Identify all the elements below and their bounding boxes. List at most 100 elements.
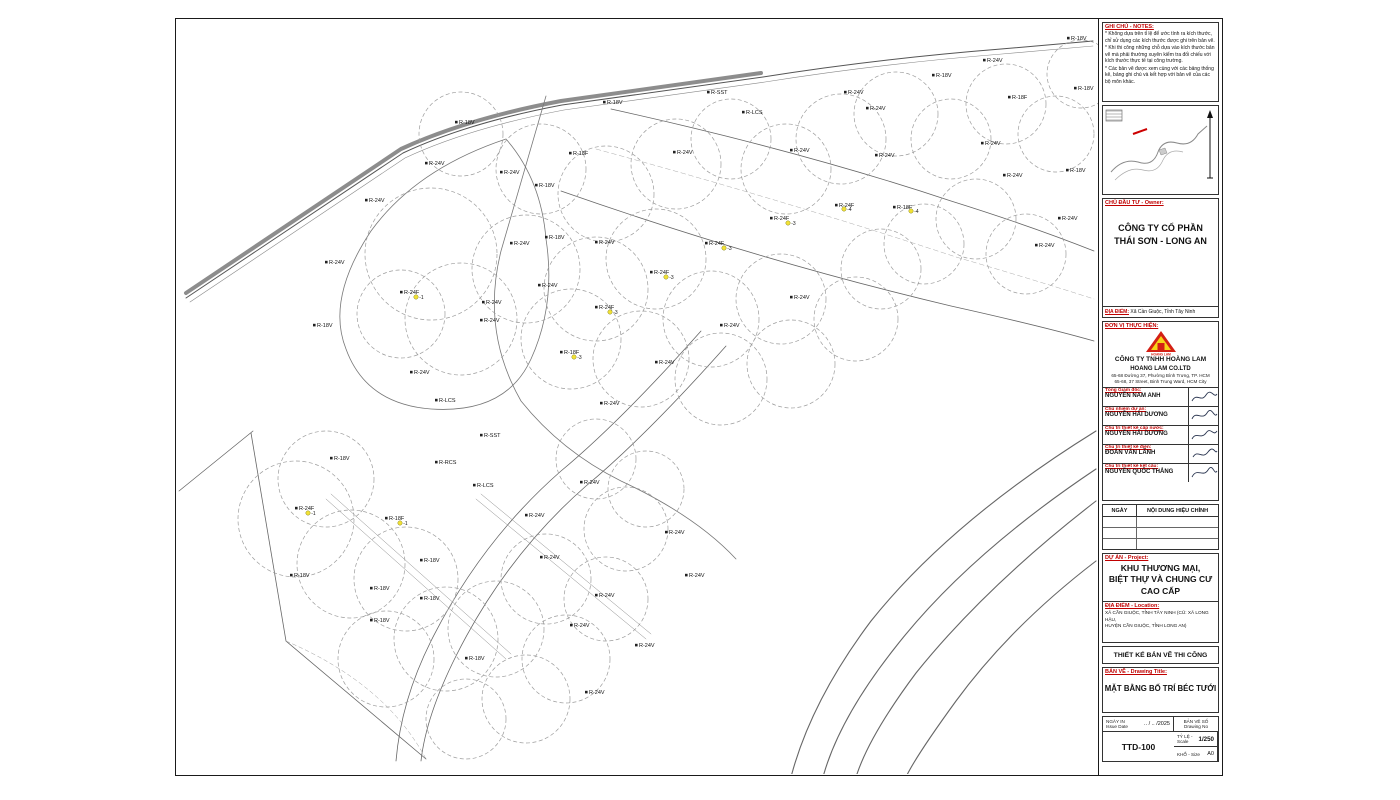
- sprinkler-symbol: [525, 513, 528, 517]
- zone-marker: [571, 354, 577, 360]
- sprinkler-radius-circle: [364, 187, 498, 321]
- zone-marker: [397, 520, 403, 526]
- sprinkler-radius-circle: [296, 509, 406, 619]
- sprinkler-radius-circle: [521, 614, 611, 704]
- sprinkler-symbol: [480, 433, 483, 437]
- sprinkler-label: R-18V: [936, 73, 952, 79]
- sprinkler-symbol: [1067, 36, 1070, 40]
- executor-header: ĐƠN VỊ THỰC HIỆN:: [1105, 323, 1159, 329]
- sprinkler-label: R-18F: [389, 516, 405, 522]
- sprinkler-label: R-24V: [669, 530, 685, 536]
- sprinkler-radius-circle: [543, 236, 649, 342]
- executor-company: CÔNG TY TNHH HOÀNG LAM HOANG LAM CO.LTD: [1114, 356, 1207, 372]
- sprinkler-symbol: [455, 120, 458, 124]
- zone-marker: [721, 245, 727, 251]
- sprinkler-symbol: [400, 290, 403, 294]
- sprinkler-symbol: [1035, 243, 1038, 247]
- scale-cell: TỶ LỆ - Scale 1/250: [1174, 732, 1218, 747]
- drawing-no-value-cell: TTD-100: [1103, 732, 1174, 761]
- sprinkler-radius-circle: [607, 450, 685, 528]
- sprinkler-symbol: [480, 318, 483, 322]
- owner-box: CHỦ ĐẦU TƯ - Owner: CÔNG TY CỔ PHẦN THÁI…: [1102, 198, 1219, 318]
- road-line: [560, 190, 1095, 342]
- sprinkler-label: R-24F: [774, 216, 790, 222]
- sprinkler-radius-circle: [840, 228, 922, 310]
- sprinkler-symbol: [685, 573, 688, 577]
- sprinkler-radius-circle: [746, 319, 836, 409]
- signature-mark: [1191, 391, 1217, 402]
- role-name: NGUYỄN NAM ANH: [1105, 393, 1161, 400]
- sprinkler-label: R-18V: [317, 323, 333, 329]
- sprinkler-symbol: [465, 656, 468, 660]
- size-label: KHỔ - Size: [1177, 751, 1200, 757]
- signature-mark: [1191, 409, 1217, 420]
- project-box: DỰ ÁN - Project: KHU THƯƠNG MẠI, BIỆT TH…: [1102, 553, 1219, 643]
- sprinkler-symbol: [665, 530, 668, 534]
- sprinkler-label: R-18V: [334, 456, 350, 462]
- sprinkler-radius-circle: [883, 203, 965, 285]
- revision-box: NGÀY NỘI DUNG HIỆU CHỈNH: [1102, 504, 1219, 550]
- sprinkler-symbol: [435, 398, 438, 402]
- role-name: ĐOÀN VĂN LÃNH: [1105, 450, 1156, 457]
- sprinkler-label: R-24V: [848, 90, 864, 96]
- sprinkler-label: R-24V: [1007, 173, 1023, 179]
- signature-cell: [1188, 463, 1218, 482]
- note-line: * Không dựa trên tỉ lệ để ước tính ra kí…: [1105, 31, 1215, 44]
- sprinkler-symbol: [720, 323, 723, 327]
- zone-marker-label: -3: [669, 275, 674, 281]
- sprinkler-symbol: [983, 58, 986, 62]
- sprinkler-label: R-18F: [1012, 95, 1028, 101]
- sprinkler-label: R-24F: [839, 203, 855, 209]
- role-label: Chủ nhiệm dự án:: [1105, 406, 1147, 412]
- road-line: [185, 40, 1094, 299]
- sprinkler-symbol: [420, 596, 423, 600]
- role-label: Chủ trì thiết kế cấp nước:: [1105, 425, 1164, 431]
- sprinkler-radius-circle: [935, 178, 1017, 260]
- role-name: NGUYỄN HẢI DƯƠNG: [1105, 431, 1168, 438]
- sprinkler-label: R-24V: [429, 161, 445, 167]
- issue-date-label: NGÀY IN: [1106, 718, 1125, 724]
- map-hatch-block: [1105, 109, 1123, 122]
- signature-cell: [1188, 387, 1218, 406]
- sprinkler-radius-circle: [555, 418, 637, 500]
- sprinkler-symbol: [1008, 95, 1011, 99]
- sprinkler-radius-circle: [583, 486, 669, 572]
- sprinkler-radius-circle: [1046, 39, 1098, 109]
- zone-marker: [908, 208, 914, 214]
- drawing-title-header: BẢN VẼ - Drawing Title:: [1105, 669, 1167, 675]
- revision-row: [1103, 528, 1218, 539]
- sprinkler-symbol: [1058, 216, 1061, 220]
- sprinkler-symbol: [655, 360, 658, 364]
- sprinkler-radius-circle: [520, 288, 622, 390]
- sprinkler-label: R-RCS: [439, 460, 457, 466]
- sprinkler-symbol: [790, 295, 793, 299]
- sprinkler-symbol: [932, 73, 935, 77]
- sprinkler-radius-circle: [337, 610, 435, 708]
- signature-mark: [1192, 448, 1217, 458]
- scale-label: TỶ LỆ - Scale: [1177, 734, 1193, 744]
- road-line: [178, 430, 254, 492]
- zone-marker-label: -3: [577, 355, 582, 361]
- sprinkler-symbol: [295, 506, 298, 510]
- sprinkler-radius-circle: [418, 91, 504, 177]
- road-line: [856, 500, 1097, 774]
- issue-date-cell: NGÀY IN Issue Date .. / .. /2025: [1103, 717, 1174, 732]
- road-line: [475, 498, 647, 640]
- zone-marker-label: -1: [403, 521, 408, 527]
- sprinkler-label: R-24V: [1039, 243, 1055, 249]
- sprinkler-label: R-24V: [794, 148, 810, 154]
- role-row: Chủ trì thiết kế điện: ĐOÀN VĂN LÃNH: [1103, 443, 1218, 463]
- owner-location-value: Xã Cần Giuộc, Tỉnh Tây Ninh: [1128, 309, 1196, 315]
- sprinkler-label: R-18V: [549, 235, 565, 241]
- sprinkler-label: R-24F: [299, 506, 315, 512]
- note-line: * Các bản vẽ được xem cùng với các bảng …: [1105, 65, 1214, 85]
- zone-marker-label: -1: [311, 511, 316, 517]
- sprinkler-label: R-24V: [794, 295, 810, 301]
- sprinkler-symbol: [635, 643, 638, 647]
- sprinkler-label: R-18V: [607, 100, 623, 106]
- sprinkler-label: R-24V: [504, 170, 520, 176]
- sprinkler-radius-circle: [471, 214, 581, 324]
- road-line: [493, 95, 737, 560]
